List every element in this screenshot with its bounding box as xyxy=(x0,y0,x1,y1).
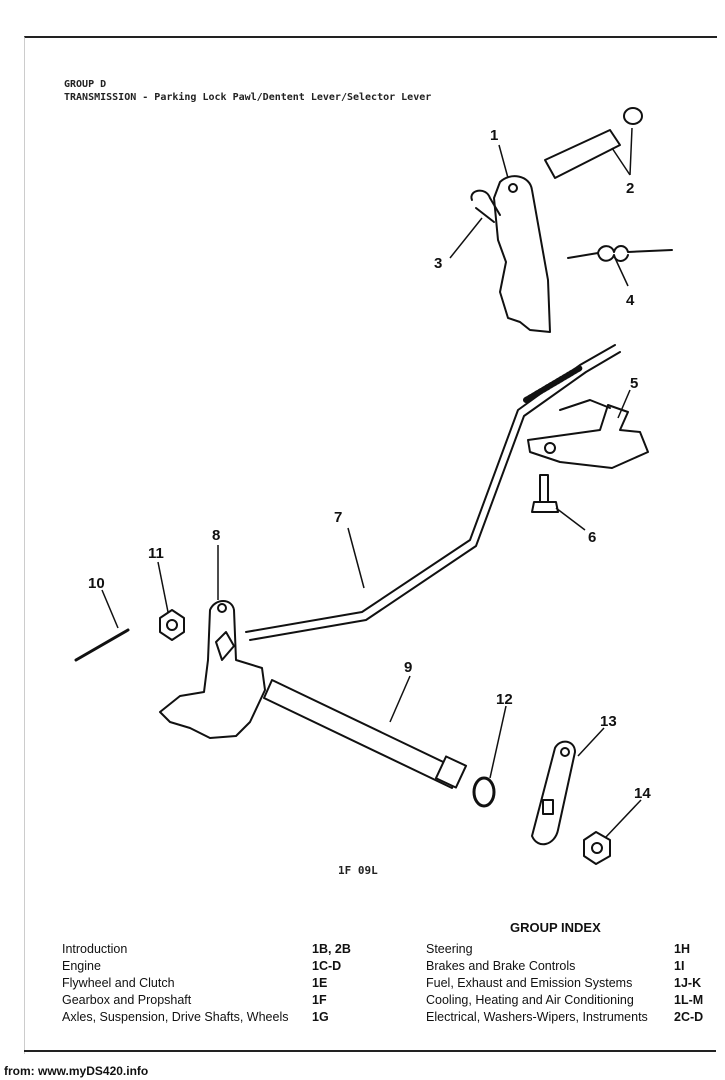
part-9-shaft xyxy=(263,679,461,789)
index-label: Fuel, Exhaust and Emission Systems xyxy=(426,976,633,990)
part-12-oring xyxy=(472,776,496,808)
index-row: Gearbox and Propshaft 1F Cooling, Heatin… xyxy=(62,993,722,1010)
bottom-rule xyxy=(24,1050,716,1052)
index-row: Engine 1C-D Brakes and Brake Controls 1I xyxy=(62,959,722,976)
index-code: 1J-K xyxy=(674,976,702,990)
callout-3: 3 xyxy=(434,255,442,272)
callout-1: 1 xyxy=(490,127,498,144)
part-7-selector-rod xyxy=(245,344,616,633)
index-code: 1E xyxy=(312,976,328,990)
index-code: 2C-D xyxy=(674,1010,704,1024)
index-label: Cooling, Heating and Air Conditioning xyxy=(426,993,634,1007)
callout-10: 10 xyxy=(88,575,105,592)
callout-8: 8 xyxy=(212,527,220,544)
index-code: 1I xyxy=(674,959,685,973)
index-label: Brakes and Brake Controls xyxy=(426,959,576,973)
index-code: 1L-M xyxy=(674,993,704,1007)
group-label: GROUP D xyxy=(64,79,107,90)
index-label: Electrical, Washers-Wipers, Instruments xyxy=(426,1010,648,1024)
index-row: Flywheel and Clutch 1E Fuel, Exhaust and… xyxy=(62,976,722,993)
part-11-nut xyxy=(159,609,185,641)
index-row: Axles, Suspension, Drive Shafts, Wheels … xyxy=(62,1010,722,1027)
callout-7: 7 xyxy=(334,509,342,526)
index-code: 1C-D xyxy=(312,959,342,973)
callout-11: 11 xyxy=(148,545,164,562)
part-1-pawl xyxy=(493,175,551,333)
index-row: Introduction 1B, 2B Steering 1H xyxy=(62,942,722,959)
index-code: 1F xyxy=(312,993,327,1007)
page-frame xyxy=(24,36,717,1054)
part-5-bracket xyxy=(527,404,649,469)
index-label: Introduction xyxy=(62,942,128,956)
index-label: Gearbox and Propshaft xyxy=(62,993,192,1007)
group-index-title: GROUP INDEX xyxy=(510,920,601,935)
part-6-bolt xyxy=(539,474,549,503)
index-code: 1H xyxy=(674,942,690,956)
index-label: Axles, Suspension, Drive Shafts, Wheels xyxy=(62,1010,289,1024)
part-3-clip xyxy=(470,189,501,223)
page-title: TRANSMISSION - Parking Lock Pawl/Dentent… xyxy=(64,92,432,103)
part-2-pin xyxy=(544,129,621,179)
source-footer: from: www.myDS420.info xyxy=(4,1064,149,1078)
group-index-table: Introduction 1B, 2B Steering 1H Engine 1… xyxy=(62,942,722,1027)
part-4-spring xyxy=(567,245,673,262)
part-13-selector-lever xyxy=(531,740,576,846)
callout-14: 14 xyxy=(634,785,651,802)
page-header: GROUP D TRANSMISSION - Parking Lock Pawl… xyxy=(64,78,431,104)
figure-code: 1F 09L xyxy=(338,864,378,877)
part-10-pin xyxy=(74,628,130,662)
callout-12: 12 xyxy=(496,691,513,708)
index-label: Engine xyxy=(62,959,101,973)
callout-5: 5 xyxy=(630,375,638,392)
callout-6: 6 xyxy=(588,529,596,546)
index-label: Flywheel and Clutch xyxy=(62,976,175,990)
callout-9: 9 xyxy=(404,659,412,676)
index-code: 1B, 2B xyxy=(312,942,351,956)
index-code: 1G xyxy=(312,1010,329,1024)
callout-13: 13 xyxy=(600,713,617,730)
callout-2: 2 xyxy=(626,180,634,197)
index-label: Steering xyxy=(426,942,473,956)
part-8-detent-lever xyxy=(159,600,266,739)
part-14-nut xyxy=(583,831,611,865)
callout-4: 4 xyxy=(626,292,635,309)
